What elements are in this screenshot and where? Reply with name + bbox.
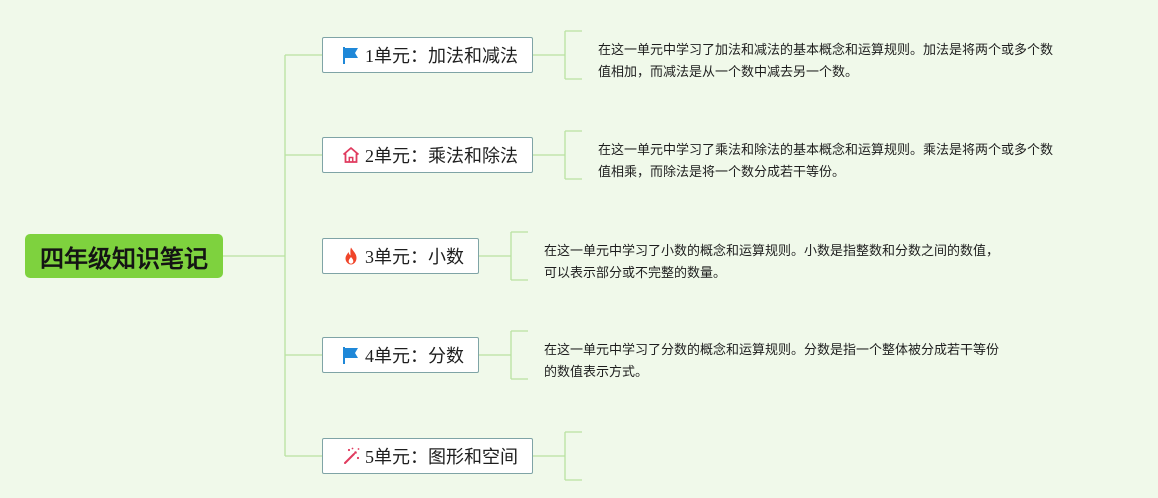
unit-5-topic[interactable]: 5单元：图形和空间 [322, 438, 533, 474]
unit-3-topic[interactable]: 3单元：小数 [322, 238, 479, 274]
unit-4-label: 4单元：分数 [365, 346, 464, 366]
magic-wand-icon [340, 445, 362, 467]
unit-4-topic[interactable]: 4单元：分数 [322, 337, 479, 373]
root-topic[interactable]: 四年级知识笔记 [25, 234, 223, 278]
unit-1-label: 1单元：加法和减法 [365, 46, 518, 66]
unit-2-summary-line-1: 在这一单元中学习了乘法和除法的基本概念和运算规则。乘法是将两个或多个数 [598, 143, 1054, 158]
unit-4-summary-line-1: 在这一单元中学习了分数的概念和运算规则。分数是指一个整体被分成若干等份 [544, 343, 1000, 358]
unit-3-summary-line-1: 在这一单元中学习了小数的概念和运算规则。小数是指整数和分数之间的数值， [544, 244, 1000, 259]
blue-flag-icon [340, 44, 362, 66]
fire-icon [340, 245, 362, 267]
unit-3-summary: 在这一单元中学习了小数的概念和运算规则。小数是指整数和分数之间的数值， 可以表示… [544, 241, 999, 285]
unit-4-summary: 在这一单元中学习了分数的概念和运算规则。分数是指一个整体被分成若干等份 的数值表… [544, 340, 999, 384]
blue-flag-icon [340, 344, 362, 366]
unit-3-summary-line-2: 可以表示部分或不完整的数量。 [544, 266, 727, 281]
unit-2-summary-line-2: 值相乘，而除法是将一个数分成若干等份。 [598, 165, 846, 180]
unit-1-summary-line-2: 值相加，而减法是从一个数中减去另一个数。 [598, 65, 859, 80]
unit-2-label: 2单元：乘法和除法 [365, 146, 518, 166]
unit-1-summary: 在这一单元中学习了加法和减法的基本概念和运算规则。加法是将两个或多个数 值相加，… [598, 40, 1053, 84]
unit-1-topic[interactable]: 1单元：加法和减法 [322, 37, 533, 73]
root-topic-label: 四年级知识笔记 [40, 244, 208, 273]
unit-5-label: 5单元：图形和空间 [365, 447, 518, 467]
house-icon [340, 144, 362, 166]
unit-4-summary-line-2: 的数值表示方式。 [544, 365, 649, 380]
unit-3-label: 3单元：小数 [365, 247, 464, 267]
unit-1-summary-line-1: 在这一单元中学习了加法和减法的基本概念和运算规则。加法是将两个或多个数 [598, 43, 1054, 58]
unit-2-summary: 在这一单元中学习了乘法和除法的基本概念和运算规则。乘法是将两个或多个数 值相乘，… [598, 140, 1053, 184]
unit-2-topic[interactable]: 2单元：乘法和除法 [322, 137, 533, 173]
